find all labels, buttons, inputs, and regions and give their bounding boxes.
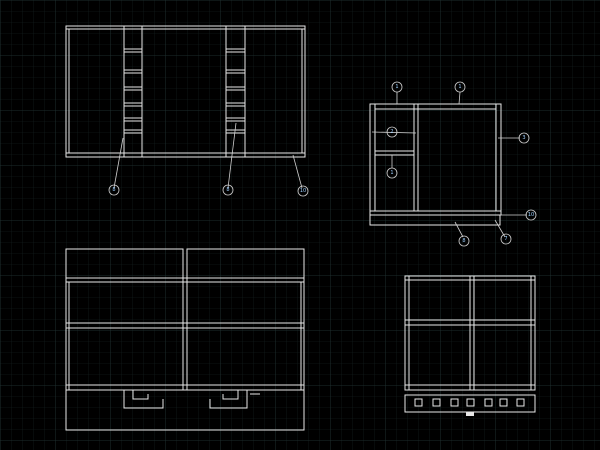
end-elevation-view[interactable] [404,275,536,416]
balloon: 1 [454,81,466,93]
balloon: 8 [458,235,470,247]
svg-text:8: 8 [112,187,115,193]
balloon: 8 [222,184,234,196]
balloon: 1 [386,167,398,179]
svg-text:1: 1 [458,84,461,90]
balloon: 2 [386,126,398,138]
svg-text:1: 1 [395,84,398,90]
base-block [450,398,459,407]
base-block [432,398,441,407]
balloon: 10 [297,185,309,197]
svg-text:1: 1 [390,170,393,176]
svg-text:2: 2 [390,129,393,135]
front-elevation-view[interactable] [65,248,305,431]
balloon: 8 [108,184,120,196]
base-block [414,398,423,407]
base-block [516,398,525,407]
balloon: 3 [518,132,530,144]
svg-text:7: 7 [504,236,507,242]
balloon: 1 [391,81,403,93]
base-block [466,398,475,407]
top-plan-view[interactable]: 8 8 10 [65,25,309,197]
balloon: 10 [525,209,537,221]
balloon: 7 [500,233,512,245]
base-block [499,398,508,407]
svg-text:10: 10 [528,212,534,218]
svg-text:3: 3 [522,135,525,141]
side-section-view[interactable]: 1 1 2 1 3 10 8 7 [369,81,537,247]
svg-text:8: 8 [462,238,465,244]
svg-text:8: 8 [226,187,229,193]
svg-text:10: 10 [300,188,306,194]
base-block [484,398,493,407]
